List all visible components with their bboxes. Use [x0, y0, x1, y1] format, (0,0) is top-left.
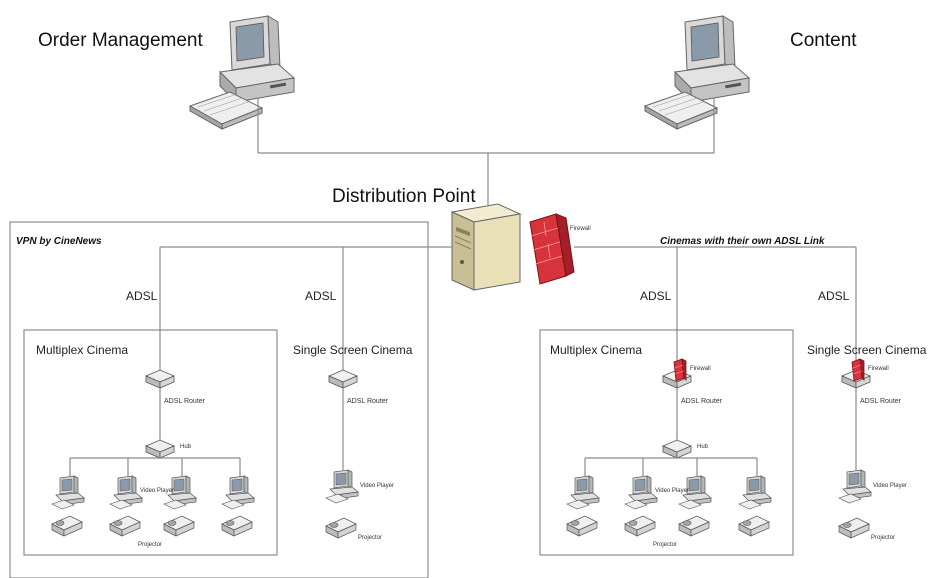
order-management-label: Order Management	[38, 30, 203, 51]
firewall-label: Firewall	[570, 226, 591, 232]
projector-icon	[738, 515, 770, 537]
projector-icon	[566, 515, 598, 537]
projector-icon	[221, 515, 253, 537]
projector-label-3: Projector	[653, 542, 677, 548]
distribution-point-label: Distribution Point	[332, 186, 476, 207]
adsl-label-2: ADSL	[305, 289, 337, 303]
projector-icon	[109, 515, 141, 537]
firewall-icon	[529, 213, 575, 285]
video-player-label-2: Video Player	[360, 483, 394, 489]
adsl-router-label-4: ADSL Router	[860, 398, 902, 405]
router-icon	[328, 369, 358, 389]
video-player-label-3: Video Player	[655, 488, 689, 494]
video-player-icon	[325, 469, 359, 504]
single-screen-label-right: Single Screen Cinema	[807, 343, 927, 357]
projector-icon	[325, 517, 357, 539]
adsl-router-label-3: ADSL Router	[681, 398, 723, 405]
firewall-small-label-1: Firewall	[690, 366, 711, 372]
own-adsl-label: Cinemas with their own ADSL Link	[660, 236, 825, 247]
content-computer-icon	[644, 15, 750, 130]
hub-label-1: Hub	[180, 444, 192, 450]
video-player-icon	[51, 475, 85, 510]
adsl-router-label-1: ADSL Router	[164, 398, 206, 405]
multiplex-box-left	[23, 329, 278, 556]
projector-icon	[838, 517, 870, 539]
firewall-small-icon	[673, 358, 687, 382]
adsl-router-label-2: ADSL Router	[347, 398, 389, 405]
adsl-label-1: ADSL	[126, 289, 158, 303]
vpn-label: VPN by CineNews	[16, 236, 102, 247]
video-player-label-1: Video Player	[140, 488, 174, 494]
hub-icon	[662, 439, 692, 459]
adsl-label-3: ADSL	[640, 289, 672, 303]
projector-icon	[678, 515, 710, 537]
single-screen-label-left: Single Screen Cinema	[293, 343, 413, 357]
video-player-label-4: Video Player	[873, 483, 907, 489]
router-icon	[145, 369, 175, 389]
projector-icon	[163, 515, 195, 537]
video-player-icon	[566, 475, 600, 510]
server-icon	[450, 203, 522, 291]
hub-icon	[145, 439, 175, 459]
hub-label-2: Hub	[697, 444, 709, 450]
multiplex-label-left: Multiplex Cinema	[36, 343, 128, 357]
vpn-region	[9, 221, 429, 578]
multiplex-label-right: Multiplex Cinema	[550, 343, 642, 357]
firewall-small-label-2: Firewall	[868, 366, 889, 372]
firewall-small-icon	[851, 358, 865, 382]
order-management-computer-icon	[189, 15, 295, 130]
video-player-icon	[221, 475, 255, 510]
video-player-icon	[109, 475, 143, 510]
projector-label-2: Projector	[358, 535, 382, 541]
projector-icon	[624, 515, 656, 537]
adsl-label-4: ADSL	[818, 289, 850, 303]
video-player-icon	[838, 469, 872, 504]
video-player-icon	[738, 475, 772, 510]
content-label: Content	[790, 30, 857, 51]
video-player-icon	[624, 475, 658, 510]
projector-label-4: Projector	[871, 535, 895, 541]
multiplex-box-right	[539, 329, 794, 556]
projector-label-1: Projector	[138, 542, 162, 548]
projector-icon	[51, 515, 83, 537]
